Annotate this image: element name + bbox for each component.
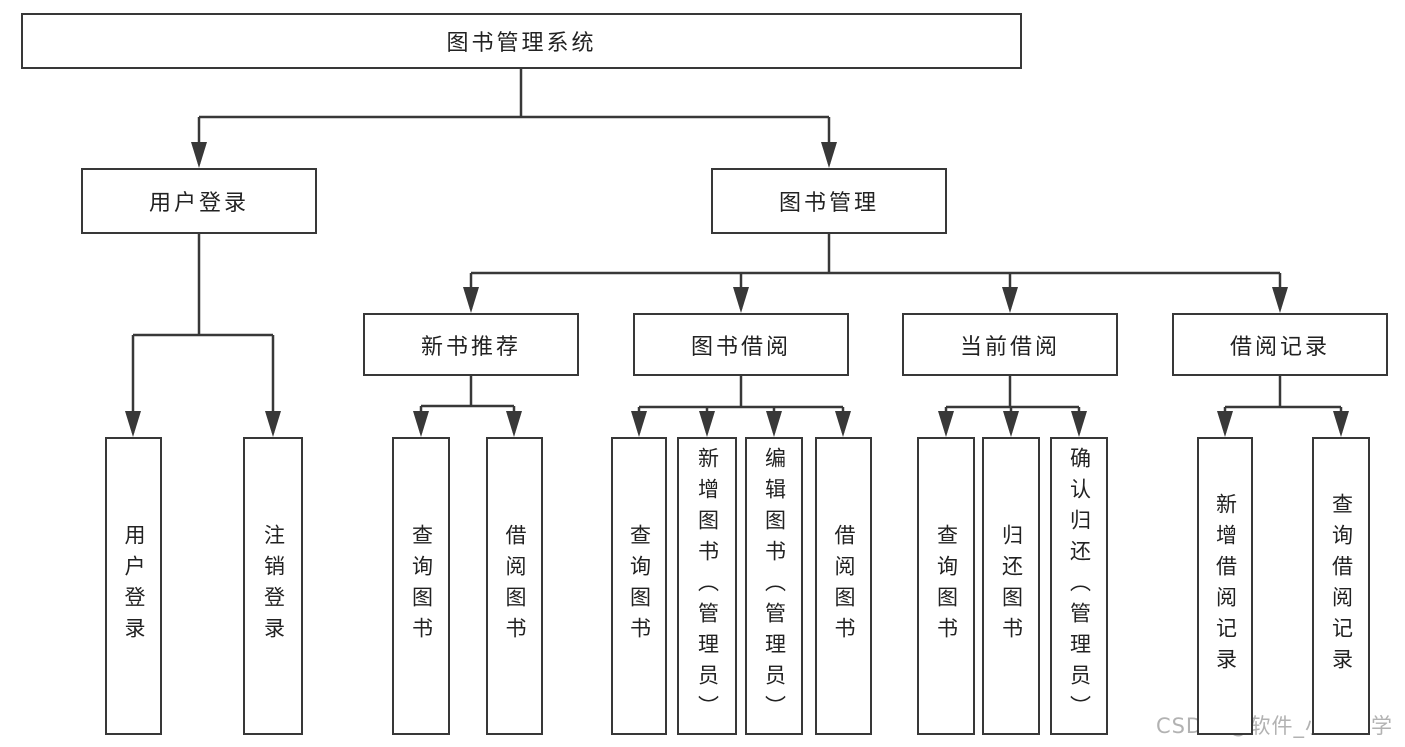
node-label: 查询图书 (934, 524, 959, 648)
node-label: 新增图书（管理员） (695, 446, 720, 726)
node-leaf-query-borrow-rec: 查询借阅记录 (1312, 437, 1370, 735)
node-leaf-edit-book-admin: 编辑图书（管理员） (745, 437, 803, 735)
node-label: 当前借阅 (959, 334, 1060, 360)
node-leaf-query-book-rec: 查询图书 (392, 437, 450, 735)
node-label: 图书借阅 (690, 334, 791, 360)
arrow-down-icon (1272, 287, 1288, 313)
arrow-down-icon (1217, 411, 1233, 437)
arrow-down-icon (463, 287, 479, 313)
node-label: 归还图书 (999, 524, 1024, 648)
node-label: 借阅记录 (1229, 334, 1330, 360)
node-leaf-borrow-book: 借阅图书 (815, 437, 872, 735)
node-leaf-return-book: 归还图书 (982, 437, 1040, 735)
arrow-down-icon (265, 411, 281, 437)
node-label: 用户登录 (148, 191, 249, 216)
node-leaf-confirm-return: 确认归还（管理员） (1050, 437, 1108, 735)
node-label: 查询图书 (627, 524, 652, 648)
node-system-root: 图书管理系统 (21, 13, 1022, 69)
node-leaf-borrow-book-rec: 借阅图书 (486, 437, 543, 735)
node-label: 确认归还（管理员） (1067, 446, 1092, 726)
node-book-management: 图书管理 (711, 168, 947, 234)
arrow-down-icon (631, 411, 647, 437)
arrow-down-icon (1333, 411, 1349, 437)
node-label: 查询借阅记录 (1329, 493, 1354, 679)
node-new-book-recommend: 新书推荐 (363, 313, 579, 376)
node-book-borrowing: 图书借阅 (633, 313, 849, 376)
node-leaf-user-login: 用户登录 (105, 437, 162, 735)
node-label: 图书管理 (778, 191, 879, 216)
node-label: 图书管理系统 (446, 31, 597, 56)
arrow-down-icon (938, 411, 954, 437)
arrow-down-icon (413, 411, 429, 437)
node-leaf-add-book-admin: 新增图书（管理员） (677, 437, 737, 735)
node-label: 编辑图书（管理员） (762, 446, 787, 726)
node-label: 借阅图书 (503, 524, 527, 648)
arrow-down-icon (733, 287, 749, 313)
node-borrowing-records: 借阅记录 (1172, 313, 1388, 376)
node-label: 新书推荐 (420, 334, 521, 360)
node-label: 新增借阅记录 (1213, 493, 1238, 679)
node-label: 借阅图书 (832, 524, 856, 648)
node-current-borrowing: 当前借阅 (902, 313, 1118, 376)
arrow-down-icon (1003, 411, 1019, 437)
arrow-down-icon (835, 411, 851, 437)
node-label: 注销登录 (261, 524, 286, 648)
node-user-login: 用户登录 (81, 168, 317, 234)
arrow-down-icon (191, 142, 207, 168)
node-leaf-query-book-bor: 查询图书 (611, 437, 667, 735)
arrow-down-icon (766, 411, 782, 437)
arrow-down-icon (1071, 411, 1087, 437)
node-leaf-logout: 注销登录 (243, 437, 303, 735)
arrow-down-icon (506, 411, 522, 437)
node-label: 用户登录 (122, 524, 146, 648)
node-label: 查询图书 (409, 524, 434, 648)
arrow-down-icon (1002, 287, 1018, 313)
arrow-down-icon (125, 411, 141, 437)
node-leaf-add-borrow-rec: 新增借阅记录 (1197, 437, 1253, 735)
arrow-down-icon (821, 142, 837, 168)
arrow-down-icon (699, 411, 715, 437)
node-leaf-query-book-cur: 查询图书 (917, 437, 975, 735)
